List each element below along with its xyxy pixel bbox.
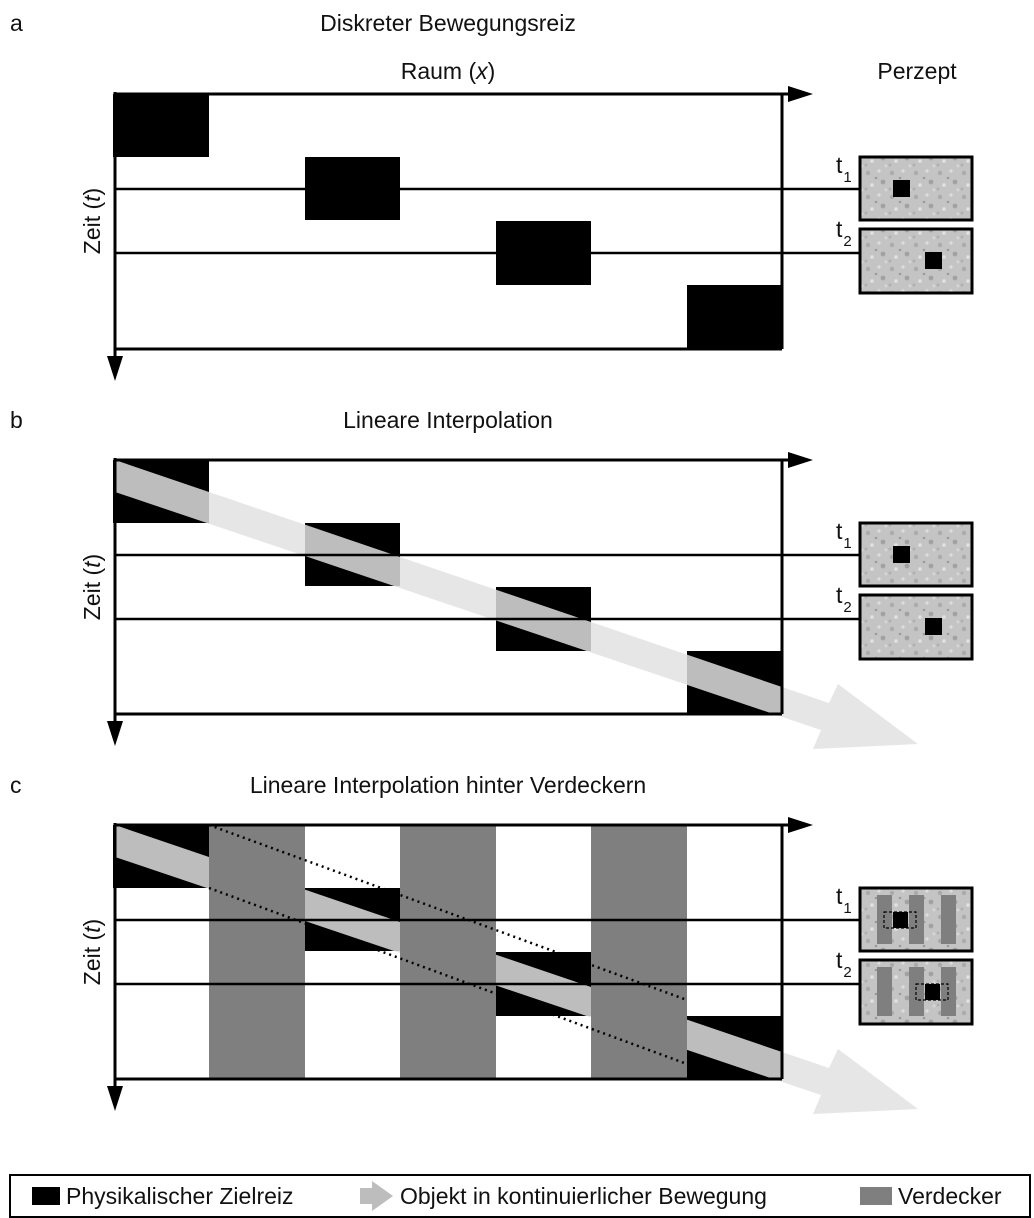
marker-t1-a: t1 [836,152,852,186]
percept-target-t1-b [893,546,910,563]
percept-label: Perzept [877,58,957,84]
legend-swatch-occluder [860,1187,892,1205]
percept-occluder [909,895,924,944]
percept-occluder [941,967,956,1016]
space-axis-label: Raum (x) [401,58,496,84]
panel-letter-b: b [10,407,23,433]
panel-letter-c: c [10,772,22,798]
occluder-2 [400,825,496,1079]
legend-label-object: Objekt in kontinuierlicher Bewegung [400,1183,767,1209]
time-axis-arrowhead-c [107,1086,123,1111]
marker-t1-b: t1 [836,518,852,552]
percept-target-t2-b [925,618,942,635]
space-axis-arrowhead-b [788,452,813,468]
marker-t2-b: t2 [836,582,852,616]
target-stimulus-a4 [687,285,782,349]
panel-letter-a: a [10,10,23,36]
legend-label-occluder: Verdecker [898,1183,1002,1209]
panel-title-a: Diskreter Bewegungsreiz [320,10,576,36]
space-axis-arrowhead-c [788,817,813,833]
percept-t1-a [858,155,974,222]
time-axis-label-b: Zeit (t) [79,554,105,620]
hidden-path-lower [208,886,688,1066]
percept-target-t2-a [925,252,942,269]
motion-overlap-b [115,460,782,714]
legend-swatch-arrow-icon [360,1181,393,1211]
percept-t2-c [858,958,974,1026]
percept-occluder [877,967,892,1016]
time-axis-label-a: Zeit (t) [79,188,105,254]
legend-label-target: Physikalischer Zielreiz [66,1183,294,1209]
percept-occluder [909,967,924,1016]
percept-target-t1-a [893,180,910,197]
panel-title-b: Lineare Interpolation [343,407,553,433]
percept-t2-a [858,227,974,295]
marker-t1-c: t1 [836,883,852,917]
motion-overlap-c [115,825,782,1079]
percept-occluder [877,895,892,944]
time-axis-label-c: Zeit (t) [79,919,105,985]
time-axis-arrowhead-b [107,721,123,746]
panel-title-c: Lineare Interpolation hinter Verdeckern [250,772,646,798]
occluder-1 [209,825,305,1079]
legend: Physikalischer Zielreiz Objekt in kontin… [9,1174,1031,1218]
time-axis-arrowhead [107,356,123,381]
space-axis-arrowhead [788,86,813,102]
panel-a: a Diskreter Bewegungsreiz Raum (x) Perze… [10,10,974,381]
marker-t2-a: t2 [836,216,852,250]
hidden-path-upper [208,823,688,1002]
percept-t1-c [858,886,974,953]
percept-occluder [941,895,956,944]
target-stimulus-a1 [113,94,209,157]
panel-b: b Lineare Interpolation Zeit (t) t1 t2 [10,407,974,749]
occluder-3 [591,825,687,1079]
marker-t2-c: t2 [836,947,852,981]
percept-t2-b [858,593,974,661]
percept-target-t2-c [925,984,940,1000]
legend-swatch-target [32,1187,60,1205]
panel-c: c Lineare Interpolation hinter Verdecker… [10,772,974,1114]
percept-t1-b [858,521,974,588]
percept-target-t1-c [893,912,908,928]
